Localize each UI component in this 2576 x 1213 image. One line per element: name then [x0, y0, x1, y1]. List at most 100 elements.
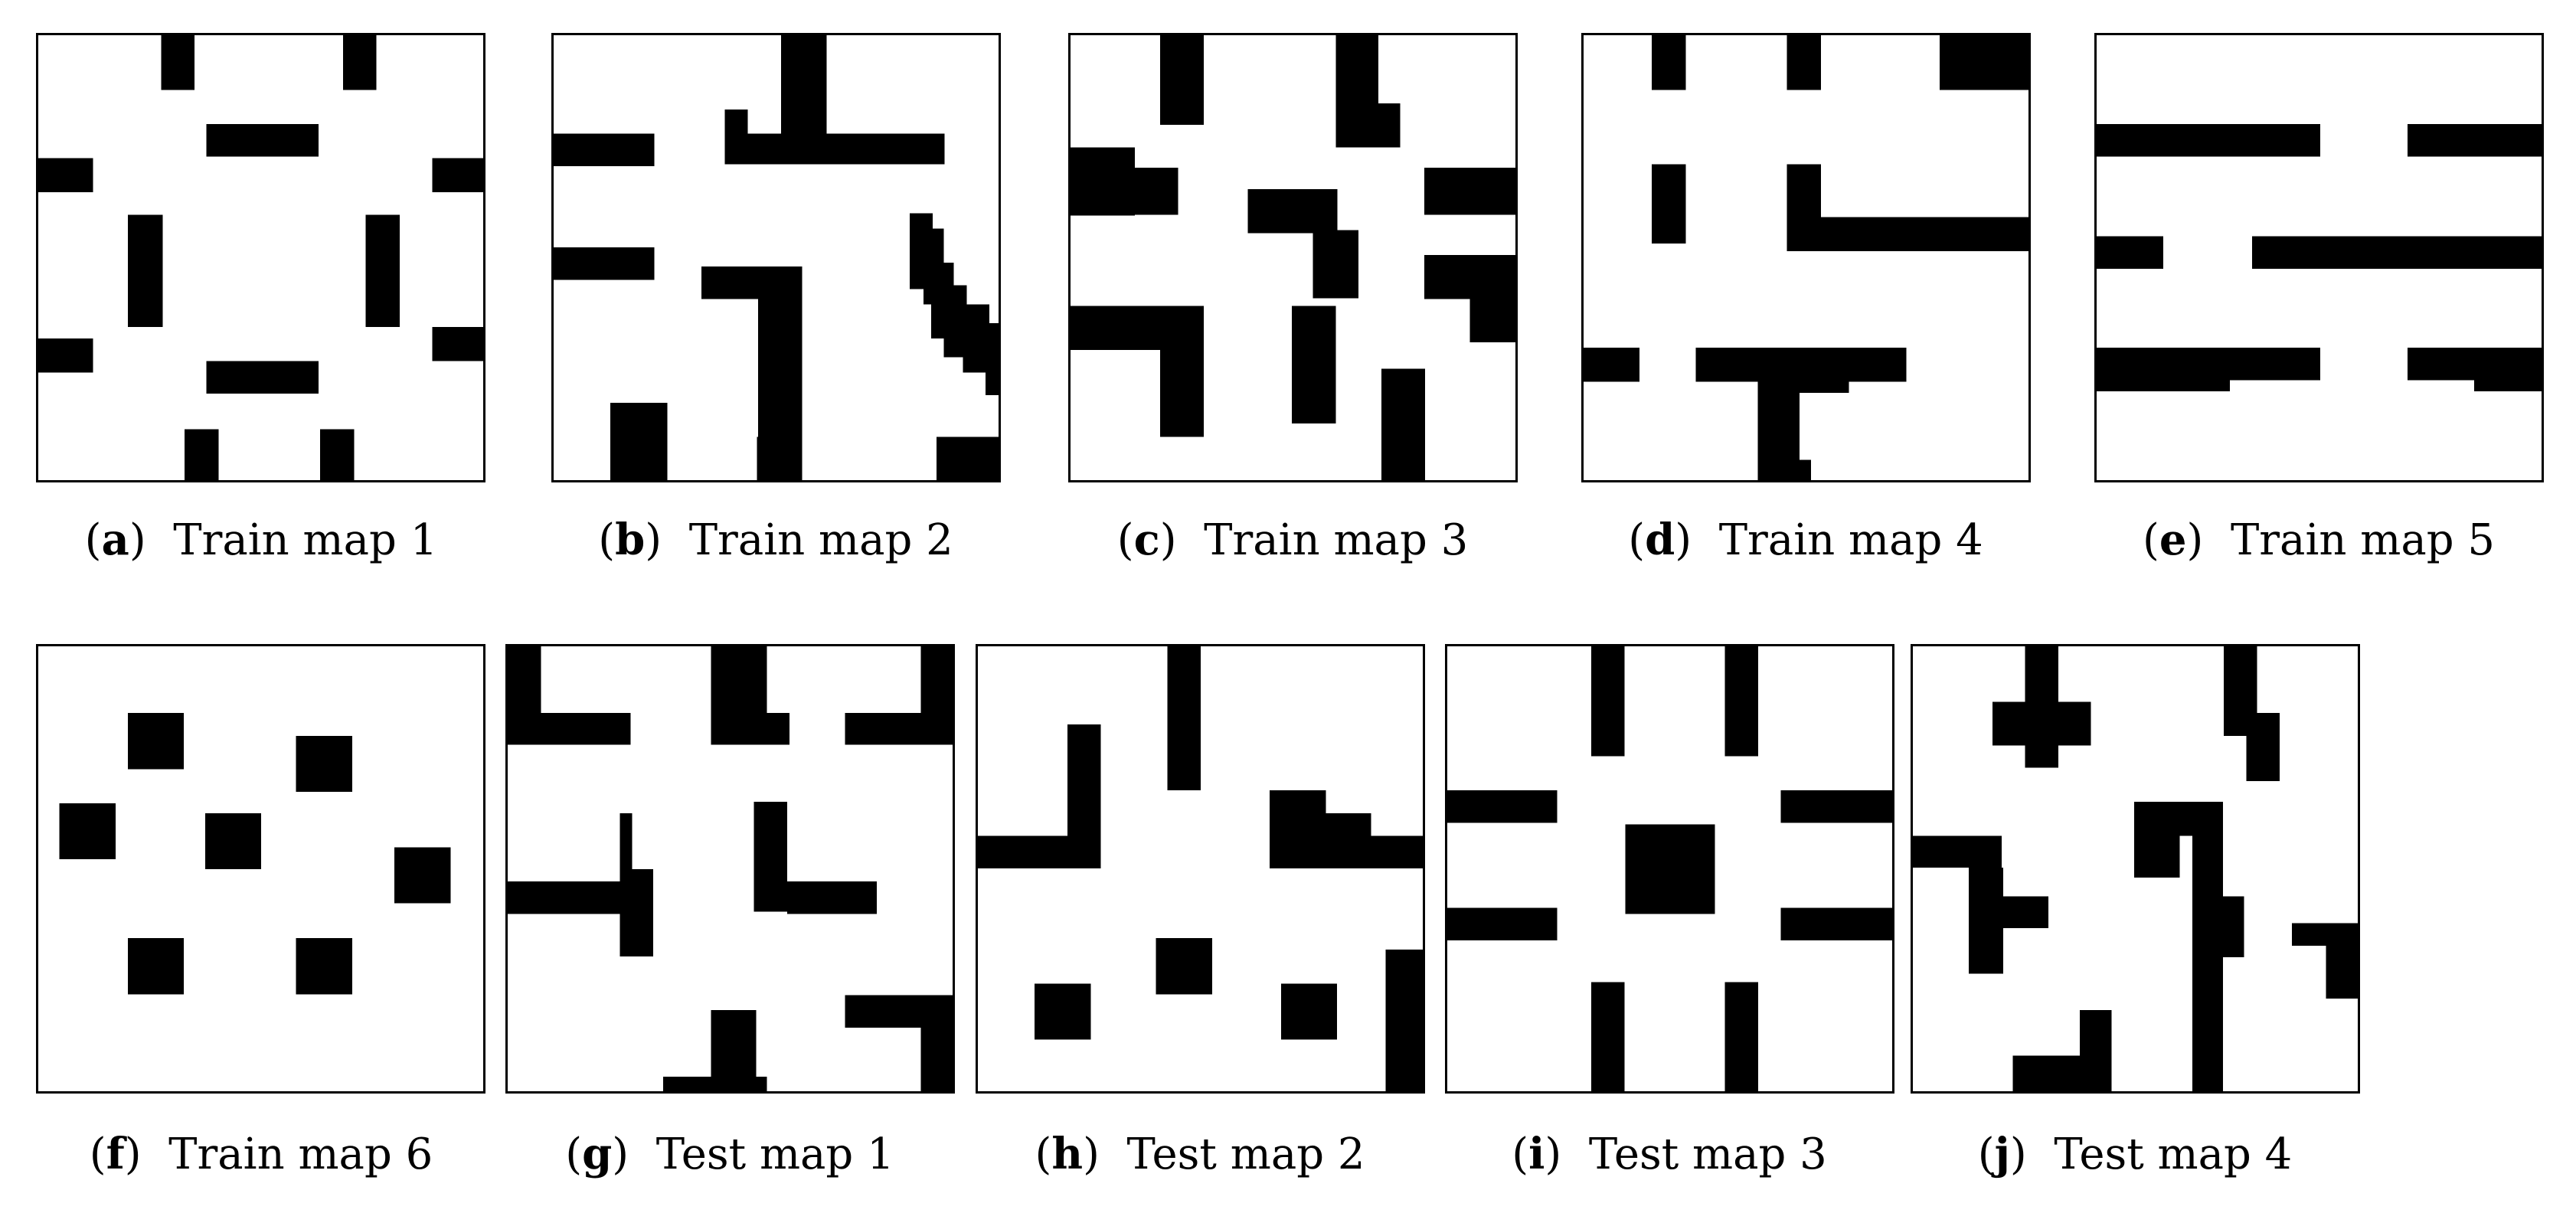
caption-f-label: Train map 6 [168, 1130, 433, 1179]
map-h-obstacle-block [1385, 949, 1401, 1091]
map-j-obstacle-block [1913, 835, 2002, 868]
map-c-grid [1068, 33, 1518, 482]
caption-a-label: Train map 1 [173, 515, 438, 565]
map-d-obstacle-block [1652, 35, 1686, 90]
map-d-obstacle-block [1800, 381, 1849, 394]
map-e-obstacle-block [2097, 380, 2231, 392]
map-c-obstacle-block [1335, 35, 1378, 104]
map-a-obstacle-block [127, 214, 163, 328]
map-g-obstacle-block [508, 646, 541, 745]
caption-e-letter: e [2159, 515, 2187, 565]
map-j-obstacle-block [1992, 701, 2091, 746]
caption-f-letter: f [106, 1129, 125, 1179]
map-h-obstacle-block [1371, 835, 1423, 869]
map-f-obstacle-block [127, 938, 185, 995]
map-i-obstacle-block [1447, 790, 1558, 823]
map-g-obstacle-block [619, 868, 654, 956]
map-j-obstacle-block [2025, 745, 2059, 768]
map-j-obstacle-block [2079, 1010, 2112, 1091]
map-c-obstacle-block [1469, 296, 1515, 342]
map-b-obstacles [554, 35, 999, 480]
map-c-obstacle-block [1335, 103, 1401, 148]
map-i-obstacles [1447, 646, 1892, 1091]
caption-d-label: Train map 4 [1718, 515, 1983, 565]
map-e-obstacle-block [2251, 236, 2542, 269]
map-d-obstacle-block [1695, 347, 1907, 382]
map-a-obstacle-block [432, 158, 483, 192]
map-g-obstacle-block [845, 995, 953, 1028]
map-e-obstacles [2097, 123, 2542, 392]
caption-h: (h) Test map 2 [1035, 1129, 1365, 1179]
caption-i-letter: i [1528, 1129, 1545, 1179]
map-f-obstacle-block [204, 812, 261, 869]
map-e-obstacle-block [2097, 347, 2320, 381]
map-a-obstacle-block [185, 429, 219, 480]
map-e-grid [2094, 33, 2544, 482]
map-g-obstacles [508, 646, 953, 1091]
map-g-obstacle-block [845, 713, 921, 745]
map-h-obstacle-block [1326, 812, 1371, 869]
map-j-obstacle-block [1969, 940, 2003, 974]
map-h-grid [976, 644, 1425, 1094]
map-a-obstacle-block [342, 35, 377, 90]
map-i-obstacle-block [1724, 646, 1758, 757]
map-f-obstacle-block [296, 938, 352, 995]
map-a-obstacles [38, 35, 483, 480]
map-b-obstacle-block [554, 247, 655, 280]
caption-e-label: Train map 5 [2230, 515, 2495, 565]
map-g-grid [505, 644, 955, 1094]
map-e-obstacle-block [2407, 123, 2542, 157]
map-j-obstacle-block [2002, 896, 2049, 929]
caption-c: (c) Train map 3 [1116, 515, 1469, 565]
caption-h-label: Test map 2 [1126, 1130, 1365, 1179]
map-h-obstacle-block [1270, 790, 1326, 869]
caption-f: (f) Train map 6 [89, 1129, 433, 1179]
map-f-obstacle-block [59, 803, 116, 860]
caption-j-label: Test map 4 [2054, 1130, 2293, 1179]
map-i-obstacle-block [1724, 982, 1758, 1091]
map-b-obstacle-block [610, 403, 668, 480]
map-j-obstacle-block [2246, 735, 2280, 782]
map-c-obstacle-block [1313, 230, 1359, 299]
caption-b-label: Train map 2 [688, 515, 953, 565]
map-f-grid [36, 644, 485, 1094]
map-h-obstacle-block [1401, 949, 1423, 980]
map-e-obstacle-block [2097, 236, 2164, 269]
map-a-grid [36, 33, 485, 482]
map-d-obstacle-block [1787, 35, 1821, 90]
map-g-obstacle-block [920, 646, 953, 745]
caption-i: (i) Test map 3 [1512, 1129, 1827, 1179]
caption-a: (a) Train map 1 [84, 515, 438, 565]
caption-c-label: Train map 3 [1204, 515, 1469, 565]
map-h-obstacle-block [978, 835, 1101, 869]
map-d-grid [1581, 33, 2031, 482]
caption-g-letter: g [582, 1129, 613, 1179]
caption-j: (j) Test map 4 [1977, 1129, 2293, 1179]
map-f-obstacles [59, 713, 451, 995]
map-h-obstacle-block [1280, 983, 1338, 1040]
map-c-obstacle-block [1071, 306, 1205, 350]
map-e-obstacle-block [2407, 347, 2542, 381]
map-i-obstacle-block [1591, 982, 1625, 1091]
map-i-obstacle-block [1447, 907, 1558, 941]
map-g-obstacle-block [754, 801, 788, 912]
map-j-obstacle-block [2192, 835, 2223, 1091]
map-h-obstacle-block [1167, 646, 1201, 791]
map-j-obstacle-block [2134, 801, 2180, 878]
caption-d: (d) Train map 4 [1628, 515, 1983, 565]
map-a-obstacle-block [320, 429, 355, 480]
map-c-obstacle-block [1424, 255, 1515, 299]
map-a-obstacle-block [38, 158, 93, 192]
map-f-obstacle-block [296, 735, 352, 793]
map-b-obstacle-block [963, 304, 990, 373]
map-b-grid [551, 33, 1001, 482]
map-c-obstacle-block [1424, 168, 1515, 215]
map-g-obstacle-block [787, 881, 878, 914]
map-i-obstacle-block [1780, 790, 1892, 823]
map-g-obstacle-block [508, 881, 620, 914]
caption-g: (g) Test map 1 [565, 1129, 894, 1179]
map-i-grid [1445, 644, 1894, 1094]
map-d-obstacle-block [1940, 35, 2028, 90]
caption-j-letter: j [1994, 1129, 2010, 1179]
map-i-obstacle-block [1591, 646, 1625, 757]
